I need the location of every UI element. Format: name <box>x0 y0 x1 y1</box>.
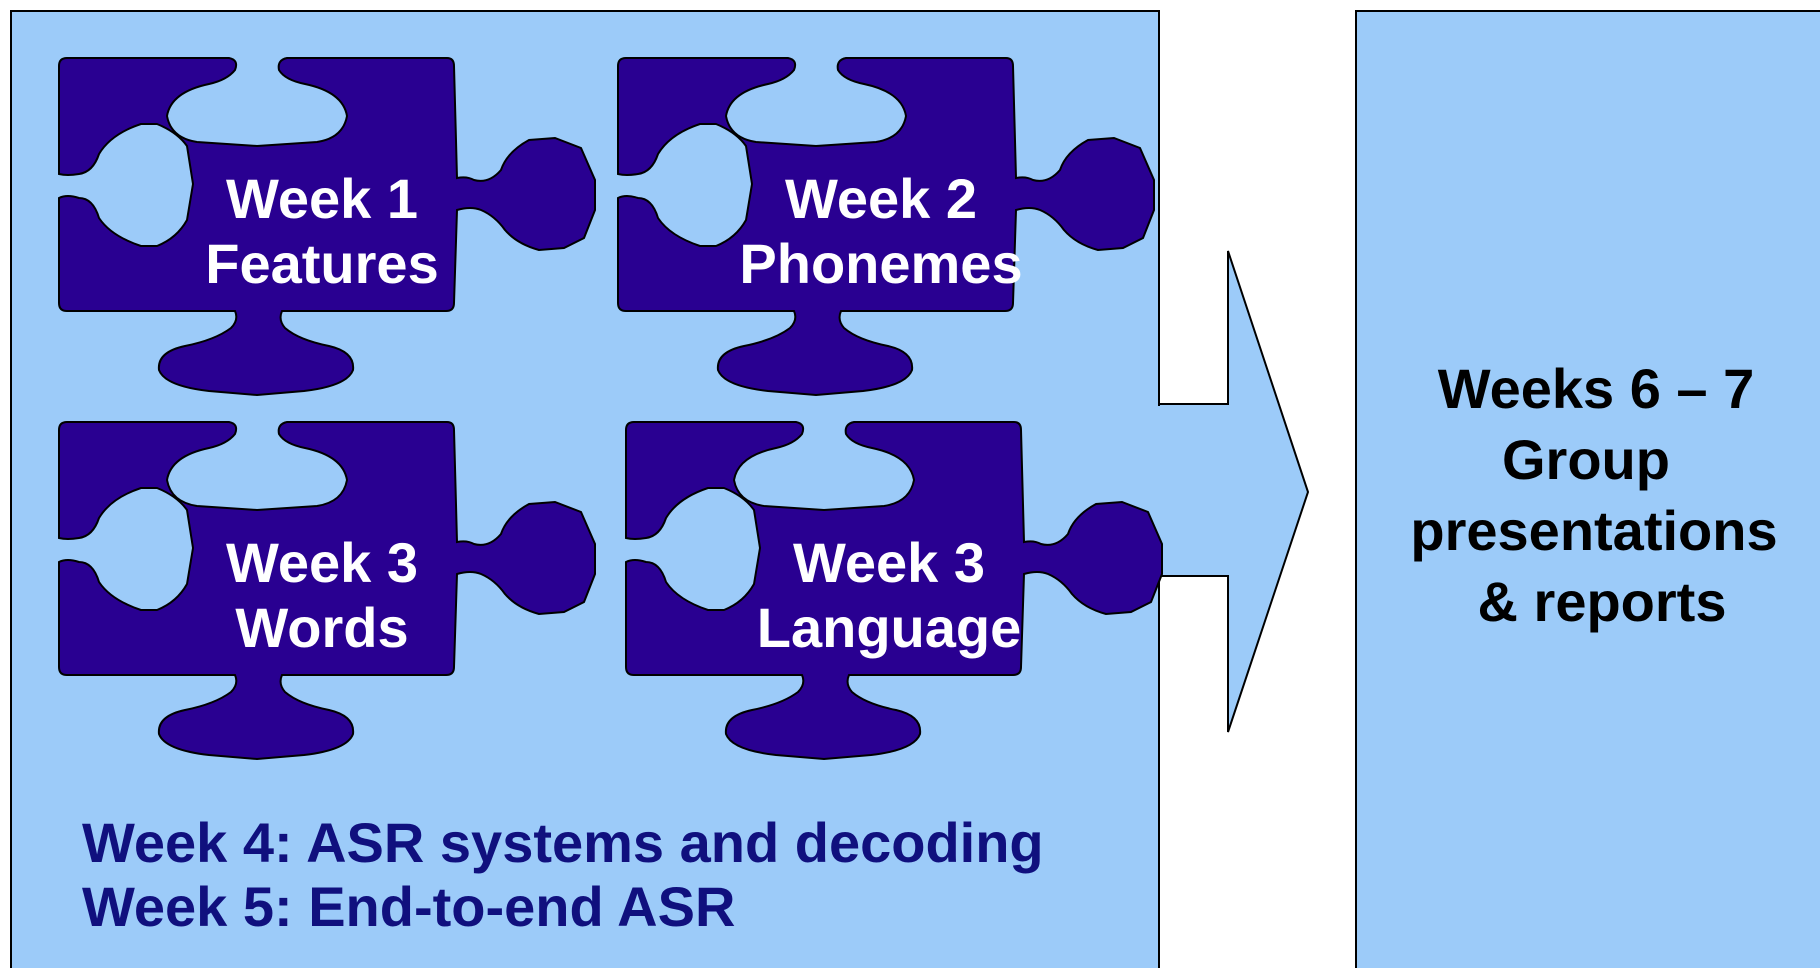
week4-line: Week 4: ASR systems and decoding <box>82 811 1044 874</box>
piece-2-line2: Phonemes <box>739 232 1022 295</box>
piece-4-line2: Language <box>757 596 1021 659</box>
week5-line: Week 5: End-to-end ASR <box>82 875 735 938</box>
right-line-4: & reports <box>1478 570 1727 633</box>
piece-2-line1: Week 2 <box>785 167 977 230</box>
right-line-2: Group <box>1502 428 1670 491</box>
right-line-3: presentations <box>1410 499 1777 562</box>
piece-4-line1: Week 3 <box>793 531 985 594</box>
piece-3-line1: Week 3 <box>226 531 418 594</box>
piece-1-line2: Features <box>205 232 438 295</box>
arrow-right-icon <box>1158 250 1310 733</box>
right-panel <box>1355 10 1820 968</box>
piece-3-line2: Words <box>235 596 408 659</box>
right-line-1: Weeks 6 – 7 <box>1438 357 1755 420</box>
piece-1-line1: Week 1 <box>226 167 418 230</box>
